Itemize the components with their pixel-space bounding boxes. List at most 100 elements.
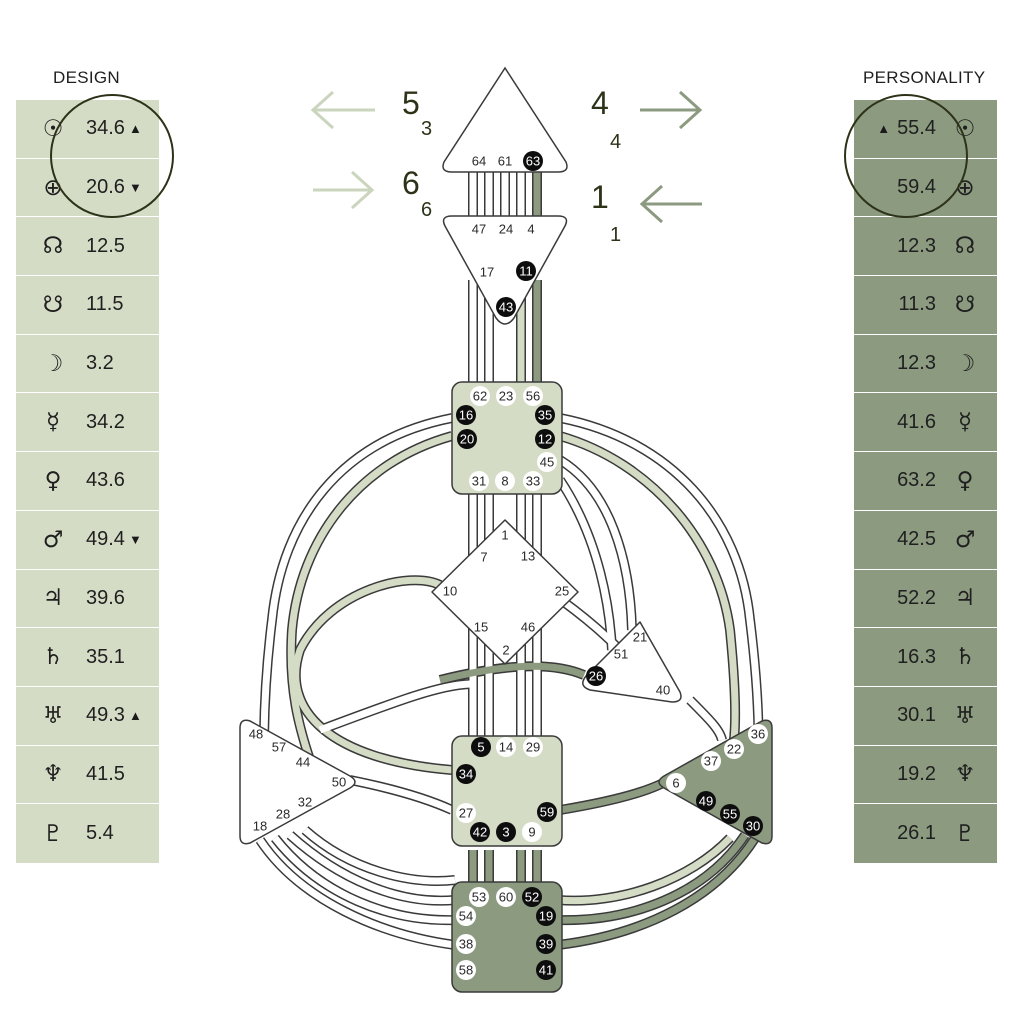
personality-sun-earth-highlight — [844, 94, 968, 218]
variable-top-left-sub: 3 — [421, 118, 432, 140]
design-sun-earth-highlight — [50, 94, 174, 218]
gate-label: 49 — [699, 794, 713, 809]
north-node-icon: ☊ — [954, 233, 976, 260]
personality-panel: ▲55.4☉59.4⊕12.3☊11.3☋12.3☽41.6☿63.2♀42.5… — [854, 100, 997, 863]
gate-marker — [666, 773, 686, 793]
gate-label: 21 — [633, 630, 647, 645]
variable-bottom-left-sub: 6 — [421, 199, 432, 221]
gate-label: 9 — [528, 825, 535, 840]
design-row-sun: ☉34.6▲ — [16, 100, 159, 159]
gate-marker — [495, 471, 515, 491]
gate-44: 44 — [296, 755, 310, 770]
gate-marker — [469, 887, 489, 907]
gate-36: 36 — [748, 724, 768, 744]
gate-42: 42 — [470, 822, 490, 842]
gate-label: 6 — [672, 776, 679, 791]
design-value: 12.5 — [86, 234, 125, 257]
gate-label: 26 — [589, 669, 603, 684]
gate-label: 32 — [298, 795, 312, 810]
gate-63: 63 — [523, 151, 543, 171]
personality-row-earth: 59.4⊕ — [854, 159, 997, 218]
design-row-north-node: ☊ 12.5 — [16, 217, 159, 277]
jupiter-icon: ♃ — [42, 585, 64, 612]
venus-icon: ♀ — [956, 467, 974, 494]
gate-marker — [523, 151, 543, 171]
design-row-neptune: ♆41.5 — [16, 746, 159, 805]
gate-label: 46 — [521, 620, 535, 635]
gate-marker — [470, 822, 490, 842]
gate-label: 47 — [472, 222, 486, 237]
gate-2: 2 — [502, 643, 509, 658]
gate-38: 38 — [456, 934, 476, 954]
gate-label: 45 — [540, 455, 554, 470]
design-value: 35.1 — [86, 645, 125, 668]
north-node-icon: ☊ — [42, 233, 64, 260]
direction-arrow-icon: ▲ — [877, 121, 891, 137]
gate-marker — [496, 887, 516, 907]
gate-label: 20 — [460, 432, 474, 447]
earth-icon: ⊕ — [955, 174, 975, 201]
personality-value: 16.3 — [897, 645, 936, 668]
gate-59: 59 — [537, 802, 557, 822]
gate-35: 35 — [535, 405, 555, 425]
sun-icon: ☉ — [954, 115, 976, 142]
gate-37: 37 — [701, 751, 721, 771]
design-row-pluto: ♇5.4 — [16, 804, 159, 863]
gate-marker — [496, 297, 516, 317]
gate-label: 23 — [499, 389, 513, 404]
mars-icon: ♂ — [954, 526, 976, 553]
arrow-top-left-icon — [310, 90, 375, 130]
gate-marker — [522, 822, 542, 842]
gate-marker — [456, 906, 476, 926]
earth-icon: ⊕ — [43, 174, 63, 201]
gate-marker — [469, 471, 489, 491]
gate-marker — [536, 906, 556, 926]
gate-6: 6 — [666, 773, 686, 793]
gate-43: 43 — [496, 297, 516, 317]
personality-value: 26.1 — [897, 822, 936, 845]
gate-54: 54 — [456, 906, 476, 926]
pluto-icon: ♇ — [42, 820, 64, 847]
design-value: 11.5 — [86, 293, 124, 316]
design-row-saturn: ♄35.1 — [16, 628, 159, 687]
heart-center — [582, 621, 682, 703]
gate-label: 11 — [519, 264, 533, 279]
moon-icon: ☽ — [954, 350, 976, 377]
personality-row-sun: ▲55.4☉ — [854, 100, 997, 159]
south-node-icon: ☋ — [954, 291, 976, 318]
gate-34: 34 — [456, 764, 476, 784]
personality-row-north-node: 12.3☊ — [854, 217, 997, 277]
gate-label: 50 — [332, 775, 346, 790]
gate-marker — [536, 934, 556, 954]
personality-value: 19.2 — [897, 762, 936, 785]
gate-label: 16 — [459, 408, 473, 423]
variable-top-left-main: 5 — [402, 85, 420, 121]
personality-row-mercury: 41.6☿ — [854, 393, 997, 453]
gate-marker — [696, 791, 716, 811]
gate-39: 39 — [536, 934, 556, 954]
gate-30: 30 — [743, 816, 763, 836]
design-row-earth: ⊕20.6▼ — [16, 159, 159, 218]
gate-marker — [523, 737, 543, 757]
variable-bottom-right-sub: 1 — [610, 224, 621, 246]
gate-label: 57 — [272, 740, 286, 755]
gate-marker — [523, 471, 543, 491]
gate-28: 28 — [276, 807, 290, 822]
gate-53: 53 — [469, 887, 489, 907]
gate-marker — [522, 887, 542, 907]
gate-51: 51 — [614, 647, 628, 662]
arrow-bottom-right-icon — [639, 184, 702, 224]
design-value: 49.3 — [86, 704, 125, 727]
personality-row-uranus: 30.1♅ — [854, 687, 997, 746]
design-value: 20.6 — [86, 176, 125, 199]
gate-marker — [516, 261, 536, 281]
personality-value: 52.2 — [897, 586, 936, 609]
gate-27: 27 — [456, 803, 476, 823]
design-row-mars: ♂49.4▼ — [16, 511, 159, 570]
g-center — [431, 519, 579, 665]
personality-value: 30.1 — [897, 704, 936, 727]
gate-label: 12 — [538, 432, 552, 447]
gate-13: 13 — [521, 549, 535, 564]
gate-label: 15 — [474, 620, 488, 635]
design-row-venus: ♀43.6 — [16, 452, 159, 511]
